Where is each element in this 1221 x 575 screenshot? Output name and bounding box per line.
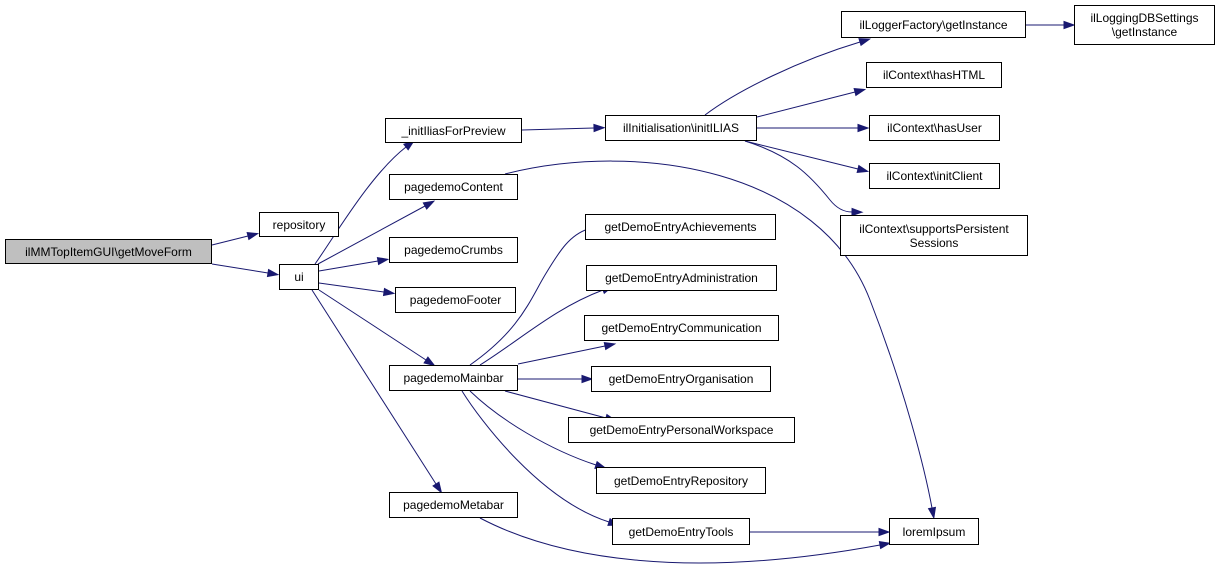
edge-ui-to-pdMetabar: [311, 289, 443, 494]
edge-arrowhead: [856, 164, 870, 173]
edge-arrowhead: [422, 200, 436, 210]
edge-arrowhead: [382, 287, 396, 297]
edge-arrowhead: [858, 38, 872, 47]
edge-initILIAS-to-hasUser: [757, 123, 870, 133]
node-supports-persistent-sessions[interactable]: ilContext\supportsPersistent Sessions: [840, 215, 1028, 256]
edge-arrowhead: [851, 207, 864, 217]
edge-loggerFactory-to-loggingDB: [1026, 20, 1076, 30]
node-logging-db-settings[interactable]: ilLoggingDBSettings \getInstance: [1074, 5, 1215, 45]
node-pagedemo-crumbs[interactable]: pagedemoCrumbs: [389, 237, 518, 263]
edge-arrowhead: [857, 123, 870, 133]
node-pagedemo-content[interactable]: pagedemoContent: [389, 174, 518, 200]
edge-initILIAS-to-supportsPS: [744, 140, 864, 217]
node-init-ilias[interactable]: ilInitialisation\initILIAS: [605, 115, 757, 141]
edge-arrowhead: [878, 540, 892, 550]
edge-arrowhead: [593, 123, 606, 133]
edge-arrowhead: [603, 341, 617, 351]
node-demo-entry-achievements[interactable]: getDemoEntryAchievements: [585, 214, 776, 240]
edge-initILIAS-to-hasHTML: [756, 88, 867, 118]
edge-ui-to-pdCrumbs: [318, 256, 390, 272]
node-demo-entry-repository[interactable]: getDemoEntryRepository: [596, 467, 766, 494]
edge-pdContent-to-loremIpsum: [504, 160, 937, 520]
node-lorem-ipsum[interactable]: loremIpsum: [889, 518, 979, 545]
edge-root-to-repository: [211, 232, 260, 246]
node-has-user[interactable]: ilContext\hasUser: [869, 115, 1000, 141]
node-logger-factory[interactable]: ilLoggerFactory\getInstance: [841, 11, 1026, 38]
node-demo-entry-tools[interactable]: getDemoEntryTools: [612, 518, 750, 545]
edge-arrowhead: [581, 374, 594, 384]
edge-tools-to-loremIpsum: [750, 527, 891, 537]
node-pagedemo-mainbar[interactable]: pagedemoMainbar: [389, 365, 518, 391]
edge-initILIAS-to-initClient: [744, 140, 870, 173]
edge-pdMainbar-to-organisation: [518, 374, 594, 384]
node-demo-entry-communication[interactable]: getDemoEntryCommunication: [584, 315, 779, 341]
node-demo-entry-administration[interactable]: getDemoEntryAdministration: [586, 265, 777, 291]
node-repository[interactable]: repository: [259, 212, 339, 237]
node-init-client[interactable]: ilContext\initClient: [869, 163, 1000, 189]
edge-ui-to-pdFooter: [318, 282, 396, 297]
edge-ui-to-pdContent: [317, 200, 436, 265]
edge-ui-to-pdMainbar: [318, 289, 436, 367]
edge-arrowhead: [376, 256, 390, 266]
edge-arrowhead: [927, 506, 937, 520]
node-ui[interactable]: ui: [279, 264, 319, 290]
node-has-html[interactable]: ilContext\hasHTML: [866, 62, 1002, 88]
node-pagedemo-metabar[interactable]: pagedemoMetabar: [389, 492, 518, 518]
edge-arrowhead: [246, 232, 260, 241]
node-demo-entry-personal-workspace[interactable]: getDemoEntryPersonalWorkspace: [568, 417, 795, 443]
edge-arrowhead: [432, 481, 443, 494]
edge-root-to-ui: [211, 263, 280, 278]
edge-arrowhead: [1063, 20, 1076, 30]
node-pagedemo-footer[interactable]: pagedemoFooter: [395, 287, 516, 313]
edge-initIlias-to-initILIAS: [521, 123, 606, 133]
edge-arrowhead: [423, 356, 436, 367]
node-demo-entry-organisation[interactable]: getDemoEntryOrganisation: [591, 366, 771, 392]
edge-pdMetabar-to-loremIpsum: [479, 517, 892, 564]
edge-arrowhead: [853, 88, 867, 97]
node-init-ilias-for-preview[interactable]: _initIliasForPreview: [385, 118, 522, 143]
edge-pdMainbar-to-communication: [517, 341, 617, 365]
edge-initILIAS-to-loggerFactory: [704, 38, 872, 116]
node-root: ilMMTopItemGUI\getMoveForm: [5, 239, 212, 264]
edge-arrowhead: [878, 527, 891, 537]
edge-arrowhead: [266, 268, 280, 278]
